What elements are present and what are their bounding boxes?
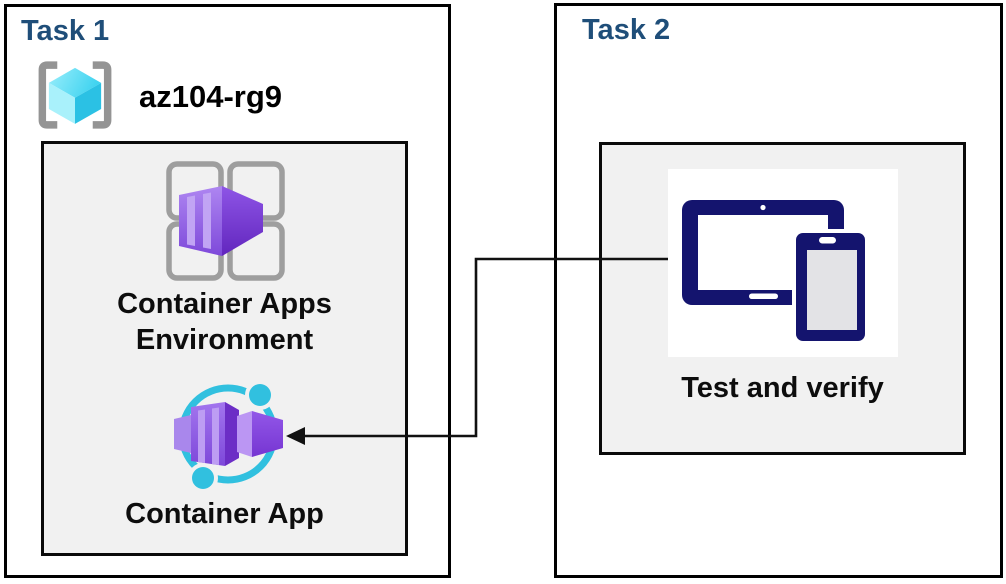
resource-group-icon [33, 57, 117, 133]
container-app-label: Container App [125, 498, 324, 530]
container-apps-environment-icon [164, 161, 286, 281]
task2-title: Task 2 [582, 14, 671, 46]
environment-label-line2: Environment [135, 324, 314, 356]
device-plate [668, 169, 898, 357]
test-devices-icon [682, 200, 869, 345]
environment-label-line1: Container Apps [117, 288, 332, 320]
task1-panel: Task 1 az104-rg9 [4, 4, 451, 578]
task2-inner-panel: Test and verify [599, 142, 966, 455]
task1-title: Task 1 [21, 15, 110, 47]
test-and-verify-label: Test and verify [681, 372, 884, 404]
resource-group-name: az104-rg9 [139, 79, 283, 114]
task1-inner-panel: Container Apps Environment [41, 141, 408, 556]
container-apps-environment-label: Container Apps Environment [44, 286, 405, 358]
resource-group-row: az104-rg9 [33, 57, 282, 133]
task2-panel: Task 2 Test and verify [554, 3, 1003, 578]
container-app-icon [173, 379, 283, 493]
